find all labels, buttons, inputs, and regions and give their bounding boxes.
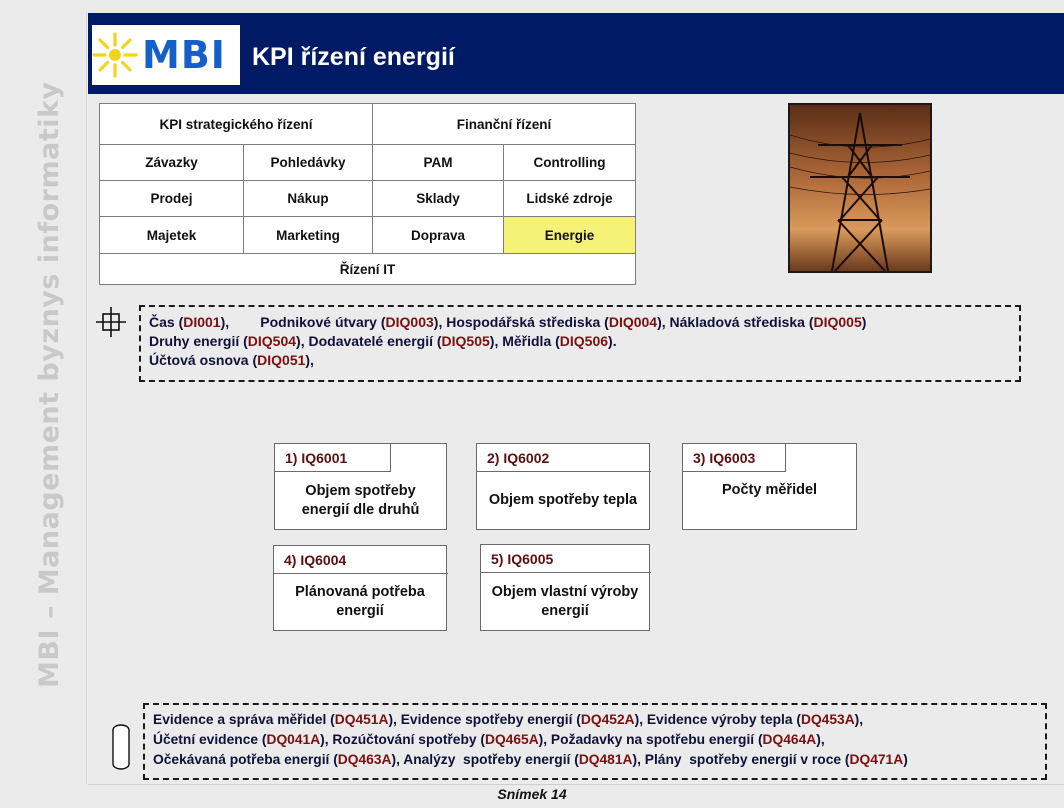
kpi-cell-prodej: Prodej	[99, 180, 244, 217]
indicator-card-3: 3) IQ6003 Počty měřidel	[682, 443, 857, 530]
dataset-code: DIQ003	[385, 314, 434, 330]
dataset-code: DIQ505	[441, 333, 490, 349]
crosshair-icon	[96, 307, 126, 337]
dimensions-box: Čas (DI001), Podnikové útvary (DIQ003), …	[139, 305, 1021, 382]
kpi-cell-doprava: Doprava	[372, 216, 504, 254]
kpi-cell-financial: Finanční řízení	[372, 103, 636, 145]
text-segment: ), Požadavky na spotřebu energií (	[538, 732, 763, 747]
text-segment: )	[861, 314, 867, 330]
indicator-card-5: 5) IQ6005 Objem vlastní výroby energií	[480, 544, 651, 631]
dataset-code: DQ452A	[580, 712, 635, 727]
text-segment: Očekávaná potřeba energií (	[153, 752, 338, 767]
indicator-card-1: 1) IQ6001 Objem spotřeby energií dle dru…	[274, 443, 447, 530]
text-segment: ),	[854, 712, 864, 727]
data-line-1: Evidence a správa měřidel (DQ451A), Evid…	[153, 710, 1037, 730]
kpi-cell-sklady: Sklady	[372, 180, 504, 217]
text-segment: Účetní evidence (	[153, 732, 267, 747]
indicator-code: 5) IQ6005	[481, 545, 651, 573]
text-segment: ), Evidence výroby tepla (	[634, 712, 801, 727]
kpi-cell-lidske-zdroje: Lidské zdroje	[503, 180, 636, 217]
dataset-code: DQ451A	[334, 712, 389, 727]
kpi-cell-pam: PAM	[372, 144, 504, 181]
indicator-title: Objem vlastní výroby energií	[491, 583, 639, 619]
kpi-cell-strategic: KPI strategického řízení	[99, 103, 373, 145]
mbi-logo: MBI	[92, 25, 240, 85]
dataset-code: DIQ504	[247, 333, 297, 349]
slide-header: MBI KPI řízení energií	[88, 13, 1064, 94]
text-segment: Účtová osnova (	[149, 352, 258, 368]
text-segment: Druhy energií (	[149, 333, 248, 349]
kpi-cell-pohledavky: Pohledávky	[243, 144, 373, 181]
dataset-code: DIQ051	[257, 352, 306, 368]
text-segment: ), Nákladová střediska (	[657, 314, 814, 330]
text-segment: ),	[816, 732, 825, 747]
dataset-code: DQ453A	[800, 712, 855, 727]
sun-icon	[92, 32, 138, 78]
text-segment: ),	[305, 352, 314, 368]
dataset-code: DQ464A	[762, 732, 817, 747]
data-line-3: Očekávaná potřeba energií (DQ463A), Anal…	[153, 750, 1037, 770]
indicator-card-4: 4) IQ6004 Plánovaná potřeba energií	[273, 545, 448, 631]
dataset-code: DQ463A	[337, 752, 392, 767]
text-segment: ), Analýzy spotřeby energií (	[391, 752, 579, 767]
indicator-title: Počty měřidel	[721, 482, 818, 498]
indicator-code: 4) IQ6004	[274, 546, 448, 574]
text-segment: ), Podnikové útvary (	[220, 314, 386, 330]
text-segment: ), Měřidla (	[489, 333, 560, 349]
page-title: KPI řízení energií	[252, 43, 455, 71]
text-segment: )	[903, 752, 908, 767]
data-sources-box: Evidence a správa měřidel (DQ451A), Evid…	[143, 703, 1047, 780]
dataset-code: DQ481A	[578, 752, 633, 767]
text-segment: ), Plány spotřeby energií v roce (	[632, 752, 850, 767]
text-segment: ).	[608, 333, 617, 349]
kpi-cell-zavazky: Závazky	[99, 144, 244, 181]
indicator-title: Objem spotřeby energií dle druhů	[301, 482, 420, 518]
indicator-code: 2) IQ6002	[477, 444, 651, 472]
text-segment: Čas (	[149, 314, 184, 330]
text-segment: ), Rozúčtování spotřeby (	[320, 732, 485, 747]
text-segment: ), Dodavatelé energií (	[296, 333, 442, 349]
logo-text: MBI	[142, 33, 226, 77]
dataset-code: DIQ005	[813, 314, 862, 330]
kpi-cell-rizeni-it: Řízení IT	[99, 253, 636, 285]
indicator-code: 1) IQ6001	[275, 444, 391, 472]
dataset-code: DIQ506	[559, 333, 609, 349]
indicator-code: 3) IQ6003	[683, 444, 786, 472]
dimensions-line-2: Druhy energií (DIQ504), Dodavatelé energ…	[149, 332, 1011, 351]
dataset-code: DQ041A	[266, 732, 321, 747]
kpi-cell-controlling: Controlling	[503, 144, 636, 181]
database-icon	[112, 724, 130, 770]
dataset-code: DI001	[183, 314, 221, 330]
text-segment: Evidence a správa měřidel (	[153, 712, 335, 727]
text-segment: ), Evidence spotřeby energií (	[388, 712, 581, 727]
left-divider	[86, 12, 87, 784]
kpi-cell-energie: Energie	[503, 216, 636, 254]
sidebar-vertical-title: MBI – Management byznys informatiky	[34, 81, 65, 688]
dimensions-line-3: Účtová osnova (DIQ051),	[149, 351, 1011, 370]
kpi-cell-nakup: Nákup	[243, 180, 373, 217]
indicator-title: Plánovaná potřeba energií	[295, 584, 425, 619]
slide-number: Snímek 14	[497, 786, 567, 802]
indicator-title: Objem spotřeby tepla	[488, 492, 638, 508]
kpi-cell-marketing: Marketing	[243, 216, 373, 254]
dataset-code: DQ471A	[849, 752, 904, 767]
power-pylon-photo	[788, 103, 932, 273]
text-segment: ), Hospodářská střediska (	[433, 314, 609, 330]
kpi-cell-majetek: Majetek	[99, 216, 244, 254]
data-line-2: Účetní evidence (DQ041A), Rozúčtování sp…	[153, 730, 1037, 750]
footer-divider	[88, 784, 1064, 785]
dataset-code: DQ465A	[484, 732, 539, 747]
indicator-card-2: 2) IQ6002 Objem spotřeby tepla	[476, 443, 651, 530]
dataset-code: DIQ004	[608, 314, 658, 330]
dimensions-line-1: Čas (DI001), Podnikové útvary (DIQ003), …	[149, 313, 1011, 332]
